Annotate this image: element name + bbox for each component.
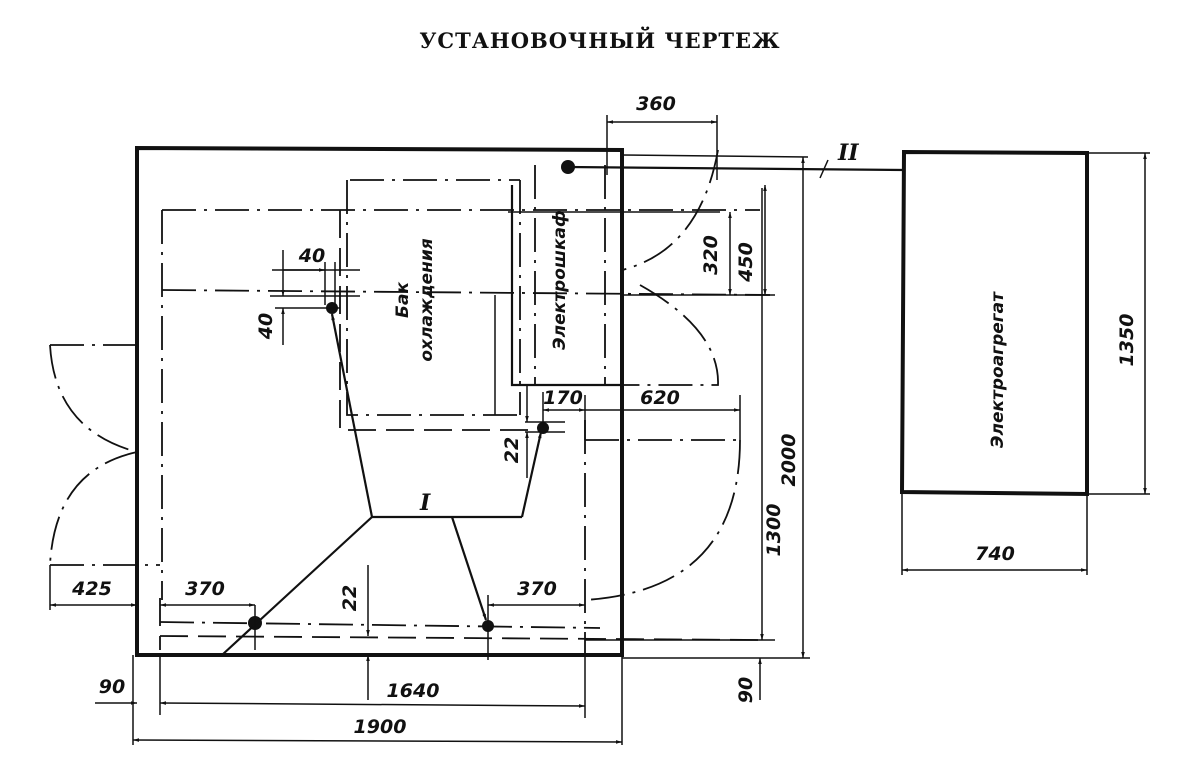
group-marker-i: I xyxy=(419,490,431,516)
dim-360: 360 xyxy=(606,93,718,180)
dim-360-label: 360 xyxy=(636,93,676,115)
dim-450-label: 450 xyxy=(735,242,757,283)
dim-90-left-label: 90 xyxy=(99,676,125,698)
dim-2000-label: 2000 xyxy=(778,434,800,487)
dim-vertical-right: 2000 1300 90 xyxy=(585,157,810,703)
dim-170-label: 170 xyxy=(543,387,583,409)
left-door-swing xyxy=(49,344,160,566)
generator-label: Электроагрегат xyxy=(988,291,1008,448)
dim-370-right: 370 xyxy=(487,578,585,660)
electrical-cabinet: Электрошкаф xyxy=(508,149,720,387)
cable-line: II xyxy=(561,140,906,179)
dim-22-upper: 22 xyxy=(501,385,565,478)
dim-bottom: 90 1640 1900 xyxy=(95,655,623,745)
inner-outline xyxy=(159,179,771,655)
dim-40-v-label: 40 xyxy=(255,313,277,340)
dim-22-lower-label: 22 xyxy=(339,585,361,611)
tank-label-line1: Бак xyxy=(393,282,413,318)
dim-370-right-label: 370 xyxy=(517,578,557,600)
dim-425-label: 425 xyxy=(71,578,112,600)
dim-40: 40 40 xyxy=(255,245,360,345)
right-door-swing xyxy=(584,439,741,601)
dim-22-upper-label: 22 xyxy=(501,437,523,463)
tank-label-line2: охлаждения xyxy=(417,238,437,361)
dim-1300-label: 1300 xyxy=(763,504,785,557)
dim-170-620: 170 620 xyxy=(542,387,741,440)
cooling-tank: Бак охлаждения xyxy=(339,180,540,431)
dim-40-h-label: 40 xyxy=(298,245,325,267)
dim-740-label: 740 xyxy=(975,543,1015,565)
dim-1350-label: 1350 xyxy=(1116,314,1138,367)
drawing-title: УСТАНОВОЧНЫЙ ЧЕРТЕЖ xyxy=(419,28,781,53)
dim-22-lower: 22 xyxy=(339,565,370,700)
dim-320-450: 320 450 xyxy=(622,185,775,296)
dim-1900-label: 1900 xyxy=(354,716,407,738)
dim-320-label: 320 xyxy=(700,235,722,275)
dim-1640-label: 1640 xyxy=(387,680,440,702)
dim-90-right-label: 90 xyxy=(735,677,757,703)
dim-370-left-label: 370 xyxy=(185,578,225,600)
generator: Электроагрегат 1350 740 xyxy=(899,149,1150,575)
dim-425-370: 425 370 xyxy=(49,565,256,650)
anchor-points: I xyxy=(221,302,549,656)
cabinet-label: Электрошкаф xyxy=(550,210,570,350)
cable-marker-ii: II xyxy=(837,140,859,166)
dim-620-label: 620 xyxy=(640,387,680,409)
